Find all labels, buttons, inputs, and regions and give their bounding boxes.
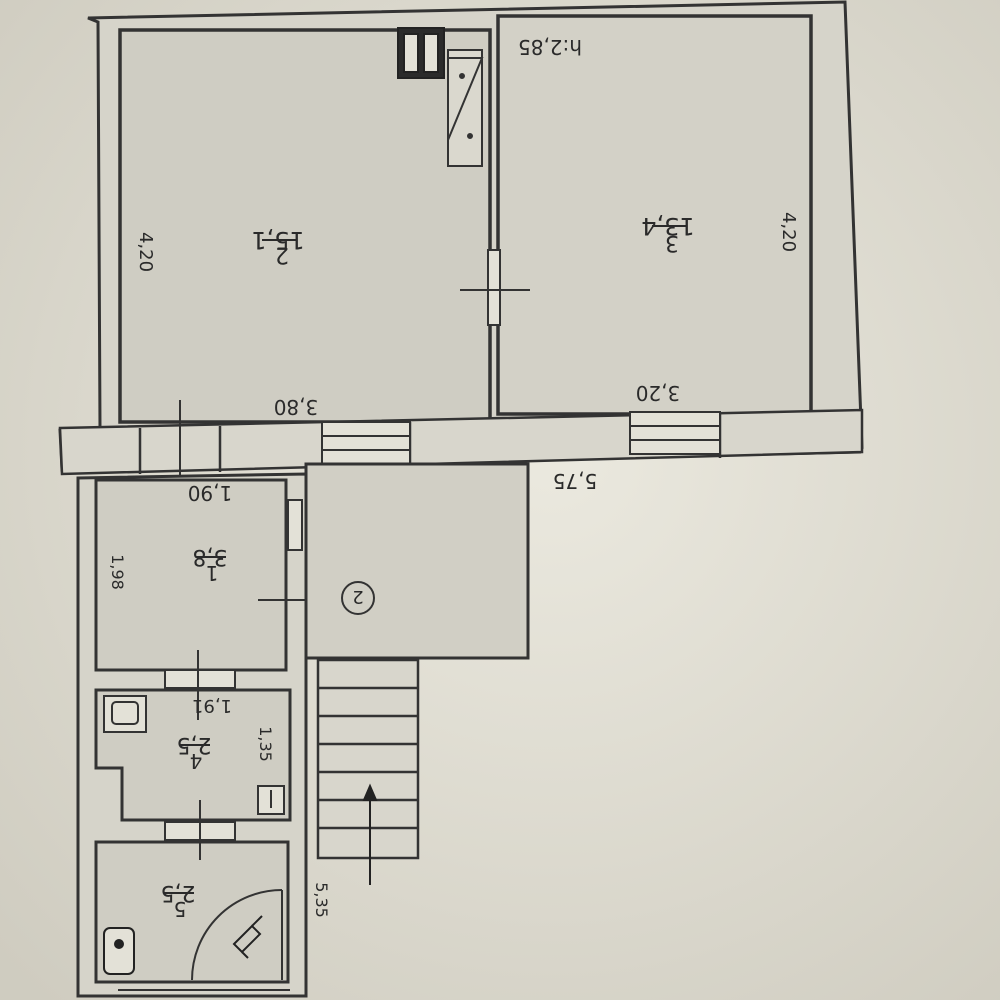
- shower-door-arc: [191, 889, 283, 981]
- dim-room2-width: 3,80: [274, 395, 319, 419]
- dim-room1-width: 1,90: [188, 481, 233, 505]
- dim-room3-width: 3,20: [636, 381, 681, 405]
- window-room-3: [629, 411, 721, 455]
- door-room-1-room-4: [164, 650, 236, 720]
- space-marker-label: 2: [352, 586, 363, 607]
- room-2-number: 2: [275, 242, 289, 267]
- shower-icon: [232, 915, 263, 959]
- ceiling-height-label: h:2,85: [518, 35, 582, 59]
- room-3: [496, 14, 813, 416]
- door-room-4-room-5: [164, 800, 236, 860]
- kitchen-counter: [447, 49, 484, 167]
- toilet-icon: [103, 927, 135, 975]
- dim-room3-height: 4,20: [778, 212, 799, 252]
- dim-annex-height: 5,35: [312, 882, 331, 918]
- room-2: [118, 28, 492, 424]
- door-room2-room3: [460, 249, 530, 326]
- sink-icon: [103, 695, 147, 733]
- room-3-number: 3: [665, 230, 679, 255]
- dim-total-width: 5,75: [553, 469, 598, 493]
- dim-room1-height: 1,98: [108, 554, 127, 590]
- room-4-number: 4: [190, 749, 203, 773]
- room-5-number: 5: [174, 897, 187, 921]
- dim-room2-height: 4,20: [135, 232, 156, 272]
- room-1-number: 1: [206, 561, 219, 585]
- window-room-2: [321, 421, 411, 467]
- staircase: [316, 658, 420, 860]
- stair-arrow-icon: [362, 783, 378, 885]
- hall: [304, 462, 530, 660]
- labels: h:2,85 15,1 2 13,4 3 3,8 1 2,5 4 2,5 5 2…: [108, 35, 799, 921]
- stove-icon: [397, 27, 445, 79]
- dim-room4-height: 1,35: [256, 726, 275, 762]
- space-marker-circle: [341, 581, 375, 615]
- dim-room4-width: 1,91: [192, 695, 232, 716]
- boiler-icon: [257, 785, 285, 815]
